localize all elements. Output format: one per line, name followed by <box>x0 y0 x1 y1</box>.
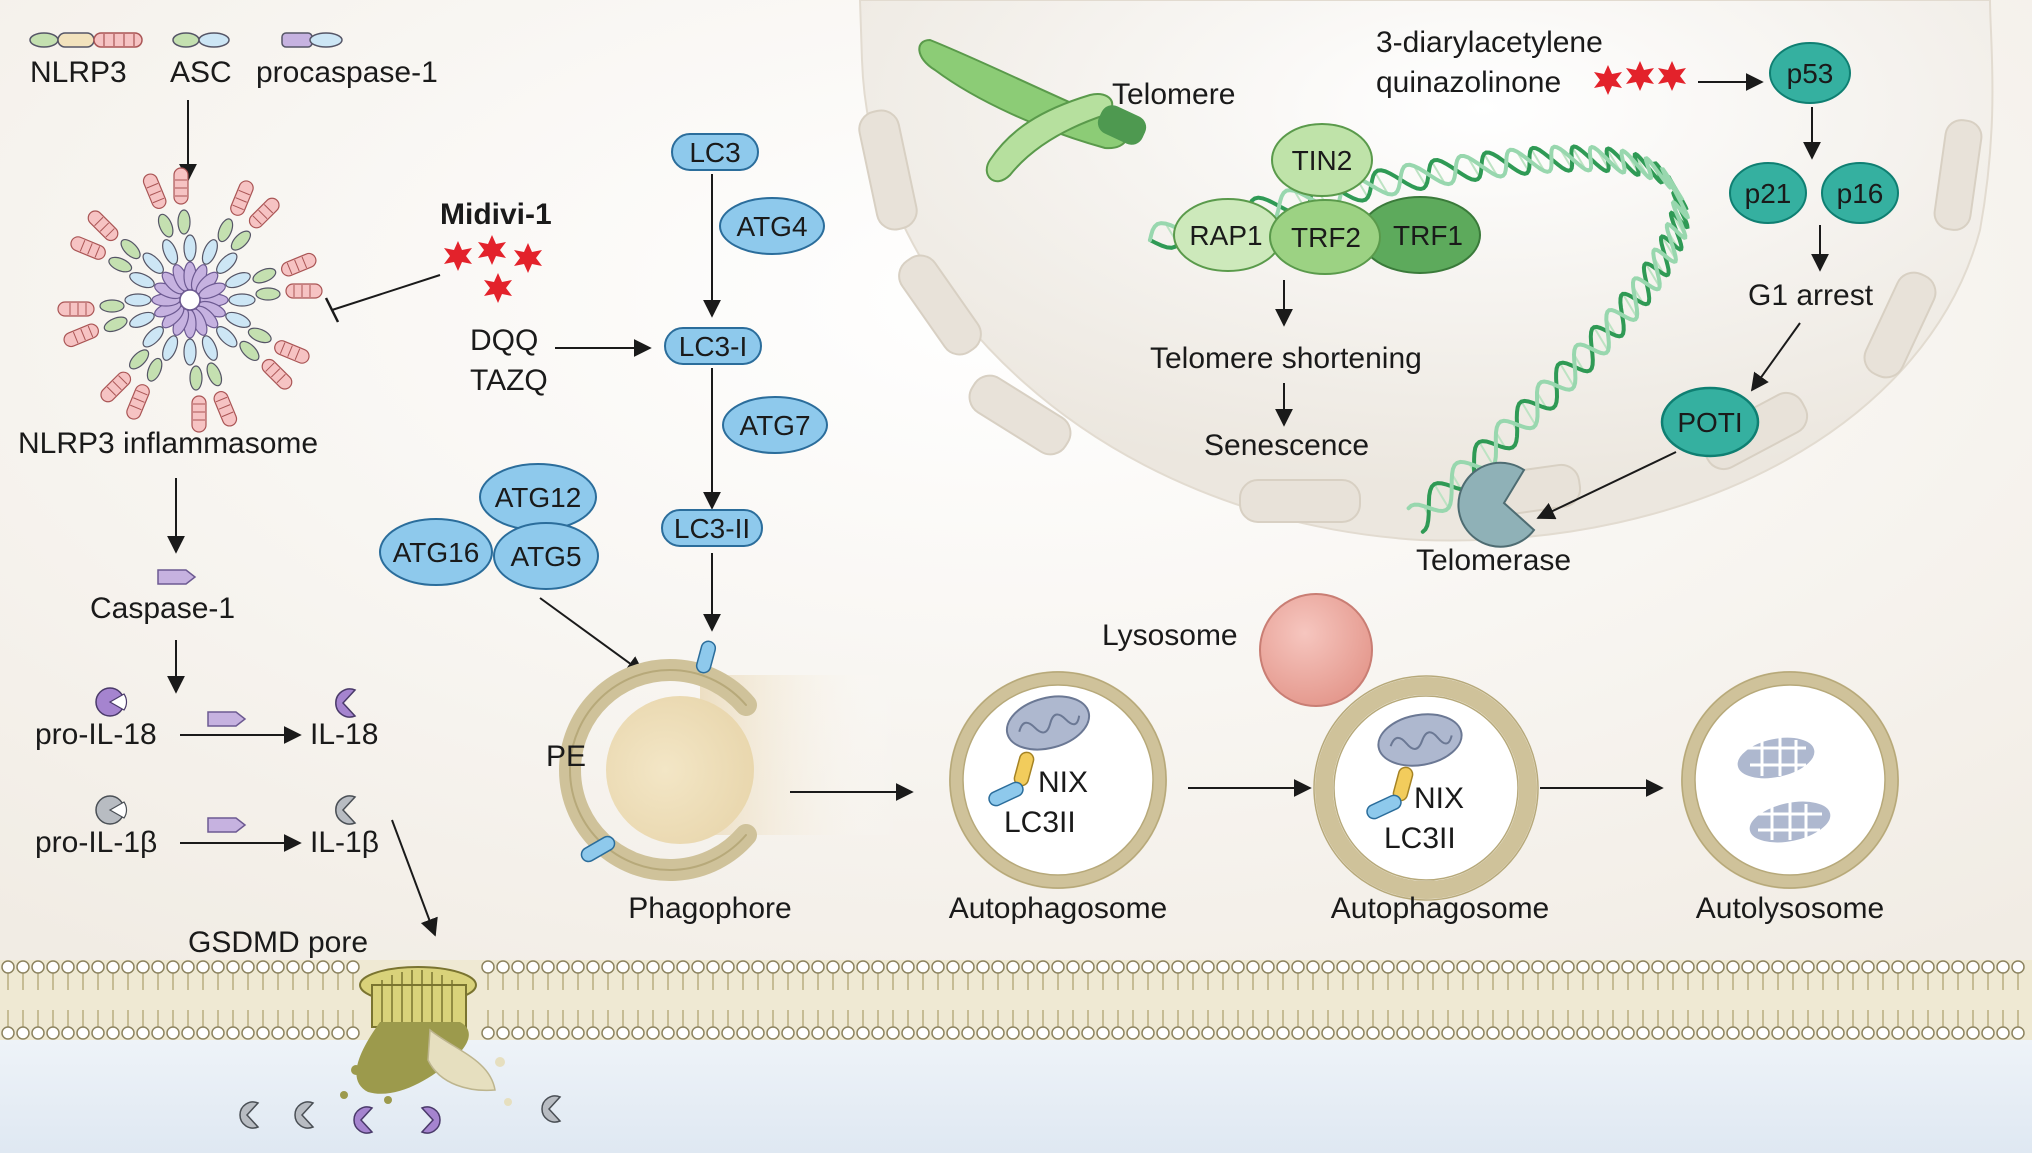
lc3-ii-node: LC3-II <box>662 510 762 546</box>
caspase-1-icon <box>158 570 195 584</box>
tazq-label: TAZQ <box>470 364 548 397</box>
autolysosome-label: Autolysosome <box>1696 892 1884 925</box>
telomere-shortening-label: Telomere shortening <box>1150 342 1422 375</box>
nlrp3-legend-glyph <box>30 33 142 47</box>
atg5-label: ATG5 <box>510 541 581 572</box>
plasma-membrane <box>0 960 2032 1040</box>
autolysosome <box>1682 672 1898 888</box>
il-18-label: IL-18 <box>310 718 378 751</box>
atg4-label: ATG4 <box>736 211 807 242</box>
pot1-label: POTI <box>1677 407 1742 438</box>
lc3ii-2-label: LC3II <box>1384 822 1456 855</box>
gsdmd-pore <box>360 967 476 1028</box>
telomerase-label: Telomerase <box>1416 544 1571 577</box>
p21-label: p21 <box>1745 178 1792 209</box>
drug-label-line1: 3-diarylacetylene <box>1376 26 1603 59</box>
atg4-node: ATG4 <box>720 198 824 254</box>
trf1-label: TRF1 <box>1393 220 1463 251</box>
drug-stars <box>1594 61 1686 95</box>
pro-il-1b-label: pro-IL-1β <box>35 826 157 859</box>
p53-label: p53 <box>1787 58 1834 89</box>
caspase-1-label: Caspase-1 <box>90 592 235 625</box>
lc3-ii-label: LC3-II <box>674 513 750 544</box>
autophagosome-1-label: Autophagosome <box>949 892 1168 925</box>
phagophore-label: Phagophore <box>628 892 791 925</box>
extracellular-background <box>0 1040 2032 1153</box>
g1-arrest-label: G1 arrest <box>1748 279 1874 312</box>
drug-label-line2: quinazolinone <box>1376 66 1561 99</box>
nlrp3-label: NLRP3 <box>30 56 127 89</box>
caspase-il18-icon <box>208 712 245 726</box>
atg12-label: ATG12 <box>495 482 582 513</box>
asc-label: ASC <box>170 56 232 89</box>
rap1-label: RAP1 <box>1189 220 1262 251</box>
pot1-node: POTI <box>1662 388 1758 456</box>
pro-il-18-label: pro-IL-18 <box>35 718 157 751</box>
lc3-i-label: LC3-I <box>679 331 747 362</box>
lc3ii-1-label: LC3II <box>1004 806 1076 839</box>
lc3-label: LC3 <box>689 137 740 168</box>
lc3-node: LC3 <box>672 134 758 170</box>
p21-node: p21 <box>1730 163 1806 223</box>
il-1b-label: IL-1β <box>310 826 379 859</box>
atg7-label: ATG7 <box>739 410 810 441</box>
midivi-1-label: Midivi-1 <box>440 198 552 231</box>
procaspase-1-label: procaspase-1 <box>256 56 438 89</box>
p16-label: p16 <box>1837 178 1884 209</box>
gsdmd-pore-label: GSDMD pore <box>188 926 368 959</box>
lysosome <box>1260 594 1372 706</box>
trf2-label: TRF2 <box>1291 222 1361 253</box>
telomere-label: Telomere <box>1112 78 1235 111</box>
lc3-i-node: LC3-I <box>665 328 761 364</box>
p16-node: p16 <box>1822 163 1898 223</box>
nix-2-label: NIX <box>1414 782 1464 815</box>
caspase-il1b-icon <box>208 818 245 832</box>
procaspase-legend-glyph <box>282 33 342 47</box>
tin2-label: TIN2 <box>1292 145 1353 176</box>
pe-label: PE <box>546 740 586 773</box>
atg7-node: ATG7 <box>723 397 827 453</box>
p53-node: p53 <box>1770 43 1850 103</box>
atg16-label: ATG16 <box>393 537 480 568</box>
dqq-label: DQQ <box>470 324 538 357</box>
lysosome-label: Lysosome <box>1102 619 1238 652</box>
autophagosome-2-label: Autophagosome <box>1331 892 1550 925</box>
nix-1-label: NIX <box>1038 766 1088 799</box>
senescence-label: Senescence <box>1204 429 1369 462</box>
inflammasome-label: NLRP3 inflammasome <box>18 427 318 460</box>
